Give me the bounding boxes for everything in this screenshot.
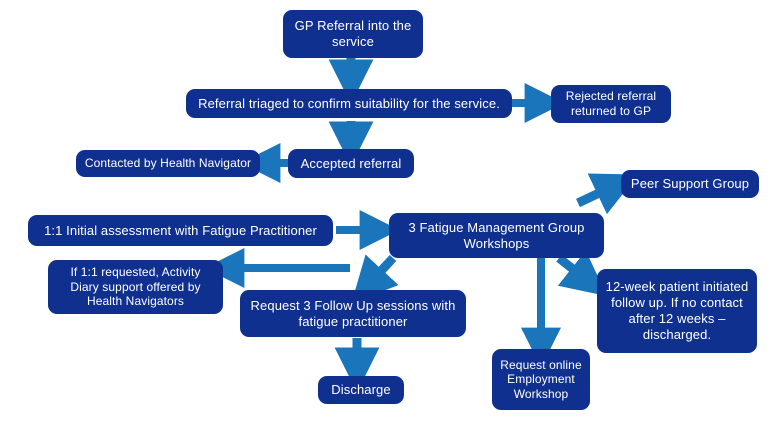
node-group-workshops-label: 3 Fatigue Management Group Workshops	[408, 219, 585, 251]
node-activity-diary[interactable]: If 1:1 requested, Activity Diary support…	[48, 260, 223, 314]
arrow-group-workshops-to-follow-up-sessions	[351, 254, 399, 303]
node-gp-referral-label: GP Referral into the service	[294, 18, 412, 49]
node-peer-support-group[interactable]: Peer Support Group	[621, 170, 759, 198]
node-initial-assessment-label: 1:1 Initial assessment with Fatigue Prac…	[44, 222, 317, 238]
node-activity-diary-label: If 1:1 requested, Activity Diary support…	[70, 265, 201, 309]
node-follow-up-sessions-label: Request 3 Follow Up sessions with fatigu…	[250, 297, 456, 329]
node-accepted-referral-label: Accepted referral	[300, 155, 402, 171]
arrow-group-workshops-to-twelve-week-followup	[556, 250, 608, 297]
node-rejected-referral-label: Rejected referral returned to GP	[565, 89, 657, 118]
node-contacted-health-navigator[interactable]: Contacted by Health Navigator	[76, 150, 260, 177]
node-discharge-label: Discharge	[331, 382, 391, 398]
node-twelve-week-followup-label: 12-week patient initiated follow up. If …	[605, 279, 749, 342]
node-twelve-week-followup[interactable]: 12-week patient initiated follow up. If …	[597, 269, 757, 353]
node-contacted-health-navigator-label: Contacted by Health Navigator	[84, 156, 252, 171]
node-follow-up-sessions[interactable]: Request 3 Follow Up sessions with fatigu…	[240, 290, 466, 337]
node-employment-workshop[interactable]: Request online Employment Workshop	[492, 349, 590, 410]
node-gp-referral[interactable]: GP Referral into the service	[283, 10, 423, 58]
node-referral-triaged-label: Referral triaged to confirm suitability …	[198, 95, 500, 111]
node-initial-assessment[interactable]: 1:1 Initial assessment with Fatigue Prac…	[28, 215, 333, 246]
node-referral-triaged[interactable]: Referral triaged to confirm suitability …	[186, 89, 512, 118]
node-employment-workshop-label: Request online Employment Workshop	[500, 357, 582, 401]
arrow-group-workshops-to-peer-support-group	[576, 173, 638, 215]
node-accepted-referral[interactable]: Accepted referral	[288, 149, 414, 178]
node-discharge[interactable]: Discharge	[318, 376, 404, 404]
node-rejected-referral[interactable]: Rejected referral returned to GP	[551, 85, 671, 123]
node-group-workshops[interactable]: 3 Fatigue Management Group Workshops	[389, 213, 604, 258]
node-peer-support-group-label: Peer Support Group	[630, 176, 750, 192]
